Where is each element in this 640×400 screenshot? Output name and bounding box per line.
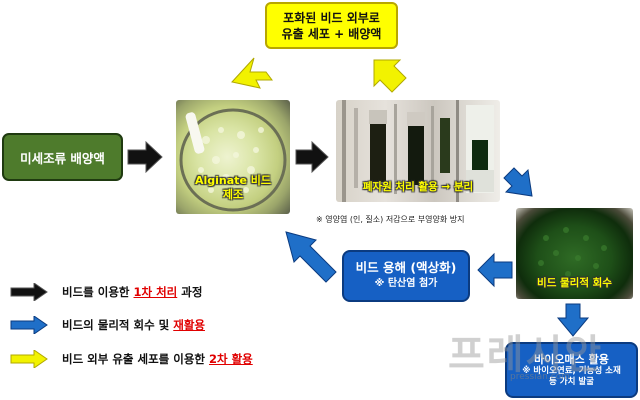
biomass-use-title: 바이오매스 활용 xyxy=(534,352,609,366)
alginate-caption-line2: 제조 xyxy=(222,188,244,201)
legend-primary-highlight: 1차 처리 xyxy=(133,285,178,299)
legend-item-recovery: 비드의 물리적 회수 및 재활용 xyxy=(10,316,205,334)
legend-primary-pre: 비드를 이용한 xyxy=(62,285,134,299)
arrow-beads-to-biomass xyxy=(556,303,590,337)
recovered-beads-caption: 비드 물리적 회수 xyxy=(537,277,612,289)
legend-arrow-yellow-icon xyxy=(10,350,48,368)
biomass-use-sub1: ※ 바이오연료, 기능성 소재 xyxy=(522,365,621,376)
bead-dissolution-sub: ※ 탄산염 첨가 xyxy=(374,278,438,289)
outflow-cells-line1: 포화된 비드 외부로 xyxy=(283,10,380,25)
reactor-photo: 폐자원 처리 활용 → 분리 xyxy=(336,100,500,202)
arrow-dissolve-to-alginate xyxy=(285,231,337,283)
legend-text-primary: 비드를 이용한 1차 처리 과정 xyxy=(62,284,202,300)
arrow-alginate-to-reactor xyxy=(295,140,329,174)
alginate-bead-photo: Alginate 비드 제조 xyxy=(176,100,290,214)
legend-item-primary: 비드를 이용한 1차 처리 과정 xyxy=(10,283,202,301)
legend-primary-post: 과정 xyxy=(177,285,203,299)
bead-dissolution-box: 비드 용해 (액상화) ※ 탄산염 첨가 xyxy=(342,250,470,302)
reactor-columns xyxy=(342,100,494,202)
pressian-watermark: 프레시안 xyxy=(448,332,604,378)
reactor-caption: 폐자원 처리 활용 → 분리 xyxy=(362,181,474,193)
legend-arrow-blue-icon xyxy=(10,316,48,334)
bead-dissolution-title: 비드 용해 (액상화) xyxy=(355,260,457,275)
alginate-bead-texture xyxy=(179,108,287,212)
nutrient-reduction-note: ※ 영양염 (인, 질소) 저감으로 부영양화 방지 xyxy=(316,215,465,224)
microalgae-culture-box: 미세조류 배양액 xyxy=(2,133,123,181)
recovered-beads-texture xyxy=(538,227,607,277)
pressian-watermark-url: pressian.com xyxy=(510,372,570,382)
microalgae-culture-label: 미세조류 배양액 xyxy=(20,150,105,166)
legend-recovery-highlight: 재활용 xyxy=(173,318,205,332)
recovered-beads-photo: 비드 물리적 회수 xyxy=(516,208,633,299)
legend-arrow-black-icon xyxy=(10,283,48,301)
legend-item-secondary: 비드 외부 유출 세포를 이용한 2차 활용 xyxy=(10,350,253,368)
arrow-beads-to-dissolve xyxy=(477,252,513,288)
legend-text-recovery: 비드의 물리적 회수 및 재활용 xyxy=(62,317,205,333)
biomass-use-sub2: 등 가치 발굴 xyxy=(548,376,595,387)
outflow-cells-box: 포화된 비드 외부로 유출 세포 + 배양액 xyxy=(265,2,398,49)
arrow-reactor-to-beads xyxy=(503,167,533,197)
legend-secondary-highlight: 2차 활용 xyxy=(208,352,253,366)
outflow-cells-line2: 유출 세포 + 배양액 xyxy=(281,26,382,41)
biomass-use-box: 바이오매스 활용 ※ 바이오연료, 기능성 소재 등 가치 발굴 xyxy=(505,342,638,398)
arrow-culture-to-alginate xyxy=(127,140,163,174)
legend-recovery-pre: 비드의 물리적 회수 및 xyxy=(62,318,174,332)
arrow-yellow-to-alginate xyxy=(231,57,273,89)
alginate-caption-line1: Alginate 비드 xyxy=(195,174,271,187)
arrow-reactor-to-yellow xyxy=(373,59,407,93)
alginate-bead-caption: Alginate 비드 제조 xyxy=(176,174,290,202)
legend-text-secondary: 비드 외부 유출 세포를 이용한 2차 활용 xyxy=(62,351,253,367)
legend-secondary-pre: 비드 외부 유출 세포를 이용한 xyxy=(62,352,209,366)
